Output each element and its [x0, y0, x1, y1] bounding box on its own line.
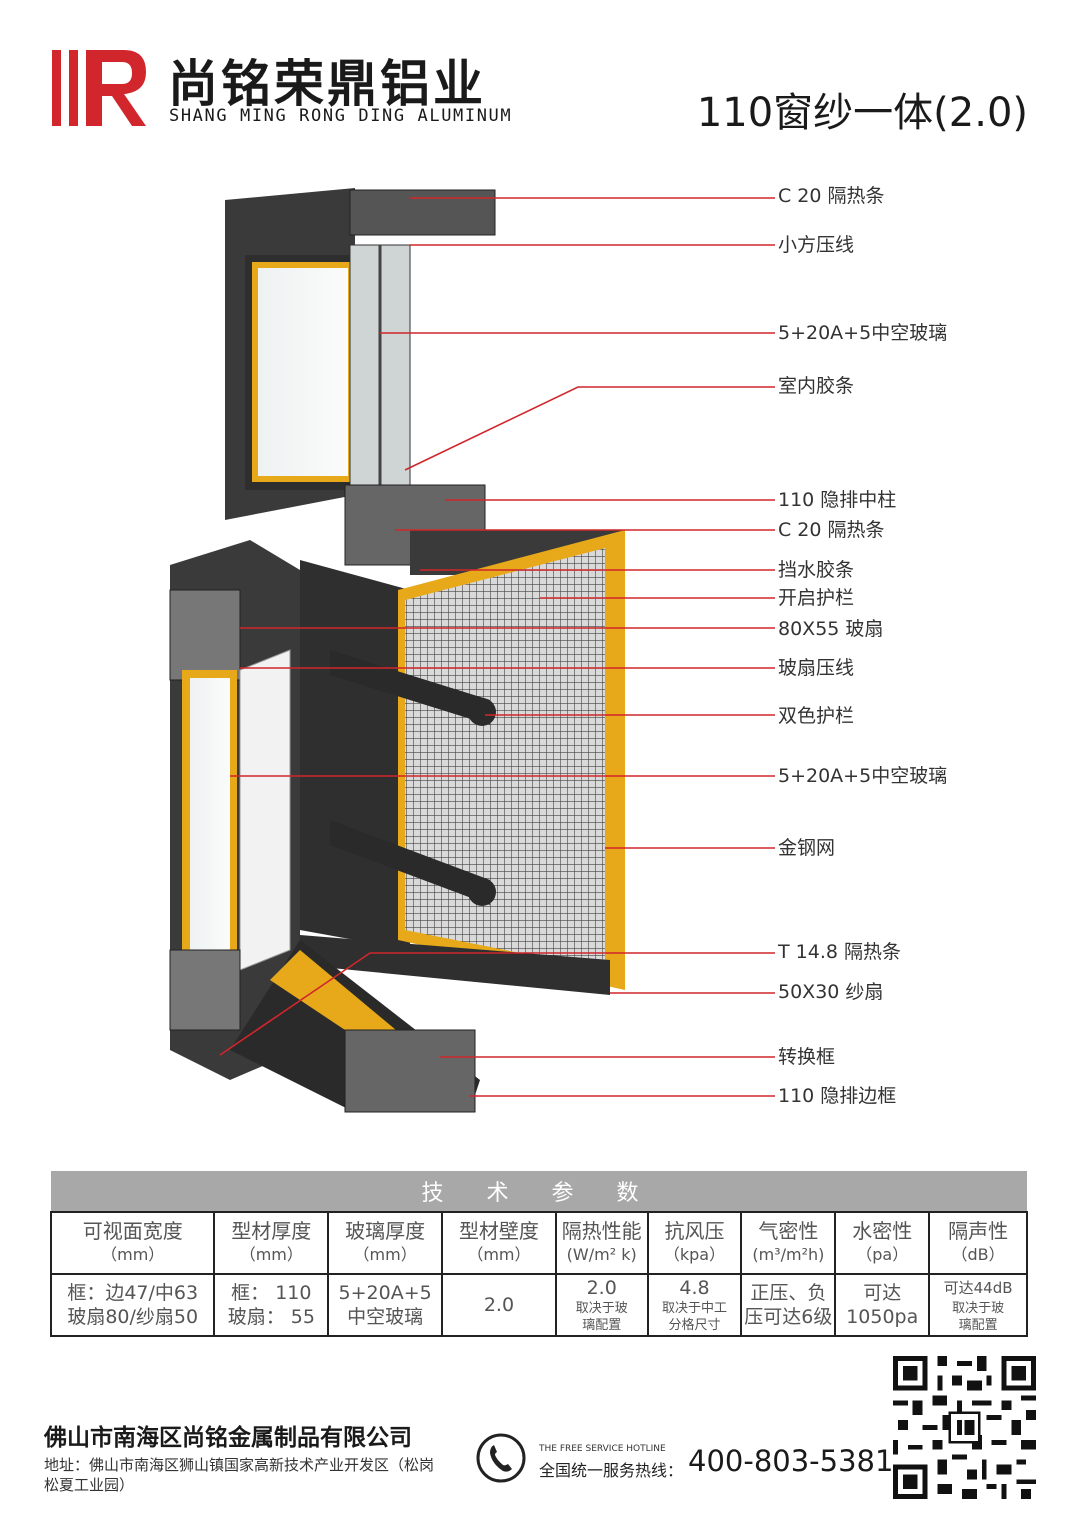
- spec-table-title: 技 术 参 数: [51, 1171, 1027, 1212]
- brand-name-cn: 尚铭荣鼎铝业: [168, 55, 486, 113]
- brand-name-en: SHANG MING RONG DING ALUMINUM: [169, 106, 513, 126]
- callout-label: T 14.8 隔热条: [778, 941, 901, 963]
- spec-table: 技 术 参 数 可视面宽度（mm） 型材厚度（mm） 玻璃厚度（mm） 型材壁度…: [49, 1171, 1028, 1337]
- spec-header-cell: 隔声性（dB）: [928, 1211, 1028, 1275]
- callout-label: 金钢网: [778, 837, 836, 859]
- spec-header-cell: 水密性（pa）: [834, 1211, 931, 1275]
- hotline-label-en: THE FREE SERVICE HOTLINE: [539, 1444, 666, 1454]
- spec-header-row: 可视面宽度（mm） 型材厚度（mm） 玻璃厚度（mm） 型材壁度（mm） 隔热性…: [49, 1211, 1028, 1275]
- window-profile-illustration: [169, 188, 775, 1113]
- spec-header-cell: 气密性(m³/m²h): [740, 1211, 837, 1275]
- callout-label: C 20 隔热条: [778, 519, 885, 541]
- hotline-label-cn: 全国统一服务热线：: [539, 1461, 684, 1480]
- callout-label: 110 隐排边框: [778, 1085, 897, 1107]
- hotline-number: 400-803-5381: [688, 1444, 894, 1478]
- company-name: 佛山市南海区尚铭金属制品有限公司: [44, 1425, 412, 1451]
- callout-label: 挡水胶条: [778, 559, 855, 581]
- spec-header-cell: 隔热性能(W/m² k): [554, 1211, 649, 1275]
- callout-label: 5+20A+5中空玻璃: [778, 765, 948, 787]
- spec-header-cell: 型材厚度（mm）: [213, 1211, 330, 1275]
- spec-header-cell: 型材壁度（mm）: [441, 1211, 557, 1275]
- callout-label: 小方压线: [778, 234, 855, 256]
- callout-label: 玻扇压线: [778, 657, 855, 679]
- callout-label: 50X30 纱扇: [778, 981, 884, 1003]
- logo-mark-icon: [52, 50, 146, 126]
- callout-label: 室内胶条: [778, 375, 855, 397]
- callout-label: 开启护栏: [778, 587, 855, 609]
- window-section-diagram: C 20 隔热条 小方压线 5+20A+5中空玻璃 室内胶条 110 隐排中柱 …: [0, 150, 1080, 1130]
- phone-icon: [476, 1433, 526, 1483]
- product-title: 110窗纱一体(2.0): [696, 90, 1028, 136]
- spec-value-cell: 正压、负压可达6级: [740, 1273, 837, 1337]
- callout-label: C 20 隔热条: [778, 185, 885, 207]
- callout-label: 双色护栏: [778, 705, 855, 727]
- spec-header-cell: 玻璃厚度（mm）: [327, 1211, 444, 1275]
- callout-label: 80X55 玻扇: [778, 618, 884, 640]
- callout-label: 转换框: [778, 1046, 836, 1068]
- company-address: 地址：佛山市南海区狮山镇国家高新技术产业开发区（松岗松夏工业园）: [44, 1456, 435, 1494]
- spec-header-cell: 可视面宽度（mm）: [49, 1211, 216, 1275]
- callout-label: 110 隐排中柱: [778, 489, 897, 511]
- callout-label: 5+20A+5中空玻璃: [778, 322, 948, 344]
- spec-value-cell: 2.0: [441, 1273, 557, 1337]
- qr-code-icon: [893, 1356, 1036, 1499]
- spec-header-cell: 抗风压（kpa）: [646, 1211, 743, 1275]
